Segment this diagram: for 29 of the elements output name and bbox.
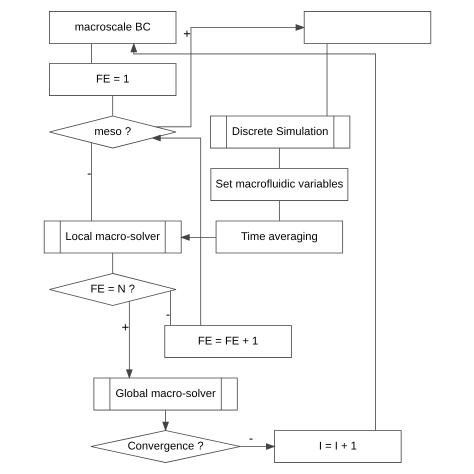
edge-label: -: [165, 306, 170, 322]
node-box: [303, 11, 431, 44]
arrow: [150, 134, 201, 326]
node-box: FE = 1: [48, 63, 176, 96]
node-diamond: meso ?: [48, 116, 176, 148]
node-box: FE = FE + 1: [164, 325, 292, 358]
arrow: [125, 301, 132, 379]
connector: [326, 43, 327, 116]
node-box: I = I + 1: [274, 430, 402, 463]
edge-label: -: [86, 166, 91, 181]
edge-label: -: [248, 430, 253, 446]
arrow: [239, 443, 276, 450]
arrow: [154, 24, 305, 128]
edge-label: +: [182, 26, 190, 42]
connector: [278, 148, 280, 169]
arrow: [180, 234, 216, 241]
connector: [90, 43, 92, 64]
edge-label: +: [121, 319, 129, 334]
connector: [112, 252, 113, 274]
arrow: [162, 410, 168, 432]
connector: [90, 142, 92, 222]
node-box: Set macrofluidic variables: [210, 168, 348, 201]
connector: [278, 200, 280, 222]
connector: [112, 95, 113, 116]
node-box: Time averaging: [215, 220, 343, 254]
node-box: macroscale BC: [48, 11, 176, 44]
node-diamond: Convergence ?: [90, 430, 240, 463]
arrow: [130, 42, 376, 431]
node-diamond: FE = N ?: [48, 273, 176, 306]
